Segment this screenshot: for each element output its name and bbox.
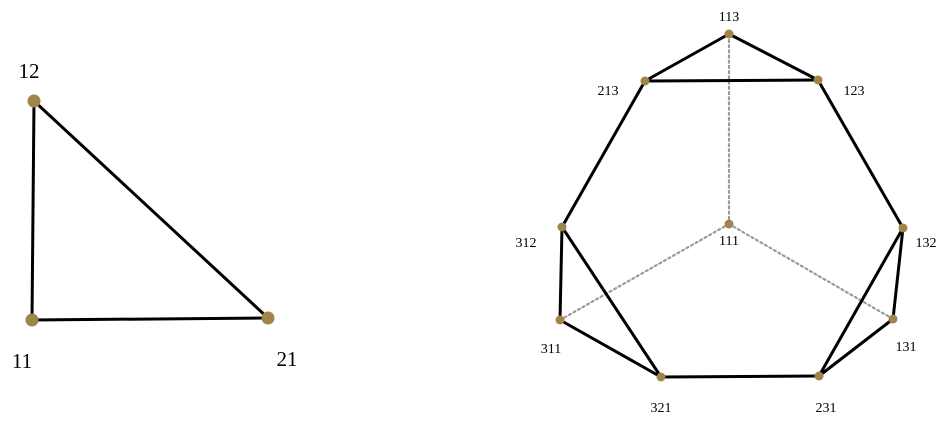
hidden-edge-111-131 bbox=[727, 222, 895, 321]
vertex-label-132: 132 bbox=[916, 236, 937, 251]
vertex-label-113: 113 bbox=[719, 10, 739, 25]
vertex-21 bbox=[261, 311, 275, 325]
vertex-label-321: 321 bbox=[651, 401, 672, 416]
vertex-label-131: 131 bbox=[896, 340, 917, 355]
vertex-312 bbox=[557, 222, 567, 232]
edge-312-311 bbox=[558, 225, 564, 322]
edge-312-321 bbox=[560, 225, 663, 379]
vertex-131 bbox=[888, 314, 898, 324]
edge-12-11 bbox=[30, 99, 36, 322]
vertex-231 bbox=[814, 371, 824, 381]
vertex-label-213: 213 bbox=[598, 84, 619, 99]
vertex-123 bbox=[813, 75, 823, 85]
edge-131-231 bbox=[817, 317, 895, 378]
edge-123-132 bbox=[816, 78, 905, 230]
vertex-label-312: 312 bbox=[516, 236, 537, 251]
right-graph: 113 213 123 312 111 132 311 131 321 231 bbox=[516, 10, 937, 416]
edge-132-231 bbox=[817, 226, 905, 378]
vertex-label-11: 11 bbox=[12, 349, 32, 373]
edge-132-131 bbox=[891, 226, 905, 321]
vertex-label-123: 123 bbox=[844, 84, 865, 99]
vertex-11 bbox=[25, 313, 39, 327]
edge-113-123 bbox=[727, 32, 820, 82]
left-graph: 12 11 21 bbox=[12, 59, 298, 373]
vertex-label-12: 12 bbox=[19, 59, 40, 83]
edge-11-21 bbox=[30, 316, 270, 322]
vertex-label-21: 21 bbox=[277, 347, 298, 371]
edge-213-123 bbox=[643, 78, 820, 83]
edge-311-321 bbox=[558, 318, 663, 379]
vertex-321 bbox=[656, 372, 666, 382]
vertex-label-311: 311 bbox=[541, 342, 561, 357]
vertex-12 bbox=[27, 94, 41, 108]
edge-213-312 bbox=[560, 79, 647, 229]
vertex-113 bbox=[724, 29, 734, 39]
edge-113-213 bbox=[643, 32, 731, 83]
vertex-label-231: 231 bbox=[816, 401, 837, 416]
hidden-edge-111-311 bbox=[558, 222, 731, 322]
vertex-111 bbox=[724, 219, 734, 229]
vertex-132 bbox=[898, 223, 908, 233]
edge-321-231 bbox=[659, 374, 821, 379]
vertex-213 bbox=[640, 76, 650, 86]
vertex-311 bbox=[555, 315, 565, 325]
edge-12-21 bbox=[32, 99, 270, 320]
vertex-label-111: 111 bbox=[719, 234, 739, 249]
